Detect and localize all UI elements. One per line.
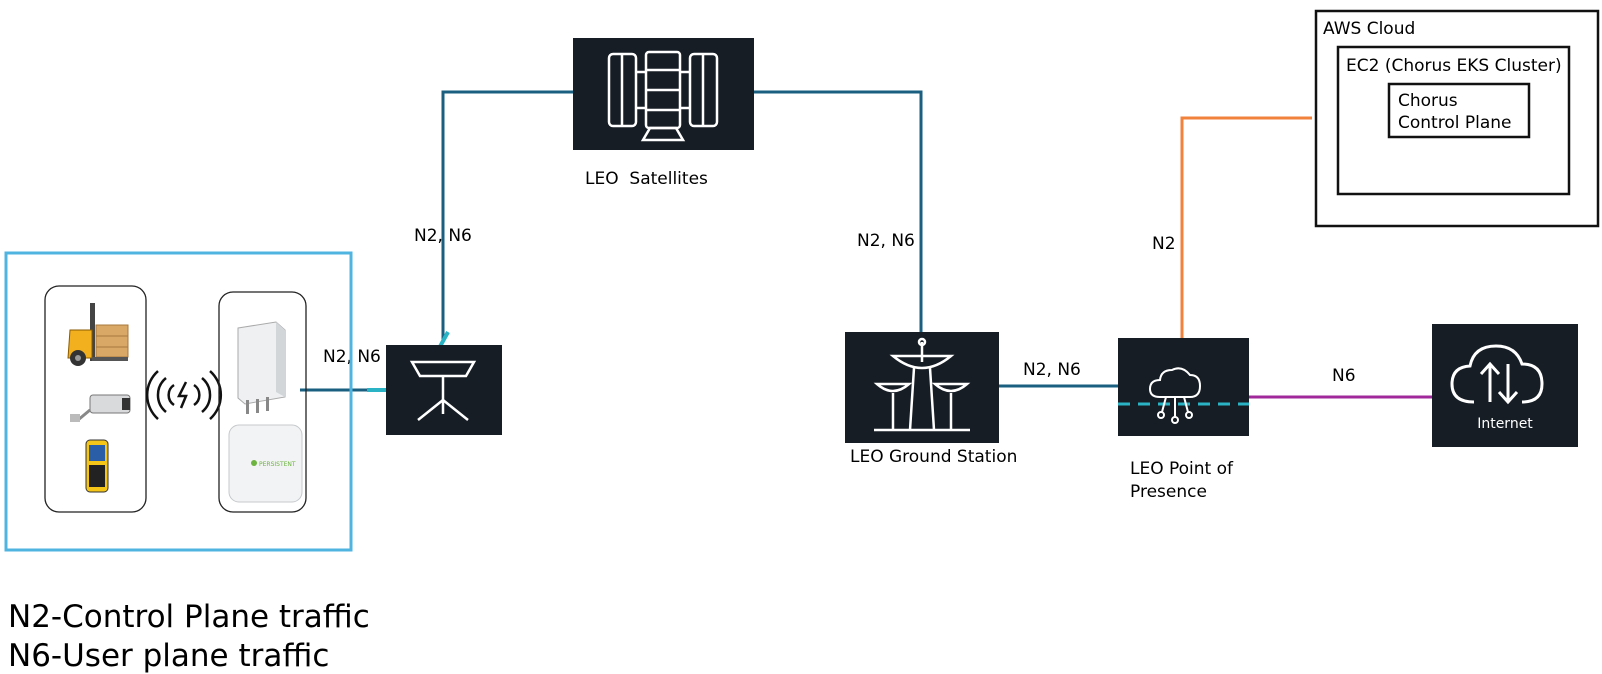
satellite-terminal <box>386 345 502 435</box>
satellite-label: LEO Satellites <box>585 169 708 189</box>
link-label-satellite-ground: N2, N6 <box>857 231 915 251</box>
leo-satellites: LEO Satellites <box>573 38 754 189</box>
link-label-pop-cloud: N2 <box>1152 234 1176 254</box>
eks-cluster-boundary <box>1336 45 1571 196</box>
link-label-terminal-satellite: N2, N6 <box>414 226 472 246</box>
forklift-icon <box>67 303 129 366</box>
link-pop-to-cloud <box>1180 116 1312 338</box>
link-terminal-to-satellite <box>441 90 573 341</box>
control-plane-label-line2: Control Plane <box>1398 113 1511 133</box>
control-plane-box <box>1387 82 1531 139</box>
cloud-upload-download-icon <box>1450 344 1544 405</box>
eks-cluster-title: EC2 (Chorus EKS Cluster) <box>1346 56 1562 76</box>
aws-cloud-title: AWS Cloud <box>1323 19 1415 39</box>
leo-ground-station: LEO Ground Station <box>845 332 1017 467</box>
link-label-ground-pop: N2, N6 <box>1023 360 1081 380</box>
ground-station-dish-icon <box>873 337 971 432</box>
pop-tile <box>1118 338 1249 436</box>
wireless-signal-icon <box>145 370 223 420</box>
edge-site-boundary <box>4 251 353 552</box>
legend: N2-Control Plane traffic N6-User plane t… <box>8 599 370 674</box>
cloud-network-icon <box>1148 367 1202 424</box>
radio-unit-icon <box>237 321 286 414</box>
internet-tile <box>1432 324 1578 447</box>
internet: Internet <box>1432 324 1578 447</box>
leo-point-of-presence: LEO Point of Presence <box>1118 338 1249 502</box>
pop-label-line1: LEO Point of <box>1130 459 1234 479</box>
satellite-tile <box>573 38 754 150</box>
control-plane-label-line1: Chorus <box>1398 91 1458 111</box>
pop-label-line2: Presence <box>1130 482 1207 502</box>
handheld-scanner-icon <box>85 439 109 493</box>
camera-icon <box>70 394 131 422</box>
ue-devices-panel <box>44 285 147 513</box>
radio-equipment-panel <box>218 291 307 513</box>
access-point-icon: PERSISTENT <box>228 424 303 503</box>
edge-site: PERSISTENT <box>4 251 353 552</box>
legend-n2: N2-Control Plane traffic <box>8 599 370 635</box>
satellite-icon <box>607 50 719 142</box>
link-label-pop-internet: N6 <box>1332 366 1356 386</box>
aws-cloud: AWS Cloud EC2 (Chorus EKS Cluster) Choru… <box>1314 9 1600 228</box>
legend-n6: N6-User plane traffic <box>8 638 329 674</box>
internet-label: Internet <box>1477 416 1533 432</box>
ground-station-label: LEO Ground Station <box>850 447 1017 467</box>
satellite-dish-terminal-icon <box>409 360 477 421</box>
aws-cloud-boundary <box>1314 9 1600 228</box>
link-labels: N2, N6 N2, N6 N2, N6 N2, N6 N2 N6 <box>323 226 1356 386</box>
link-satellite-to-ground <box>752 90 923 332</box>
links <box>300 90 1448 399</box>
radio-logo-text: PERSISTENT <box>259 461 296 468</box>
